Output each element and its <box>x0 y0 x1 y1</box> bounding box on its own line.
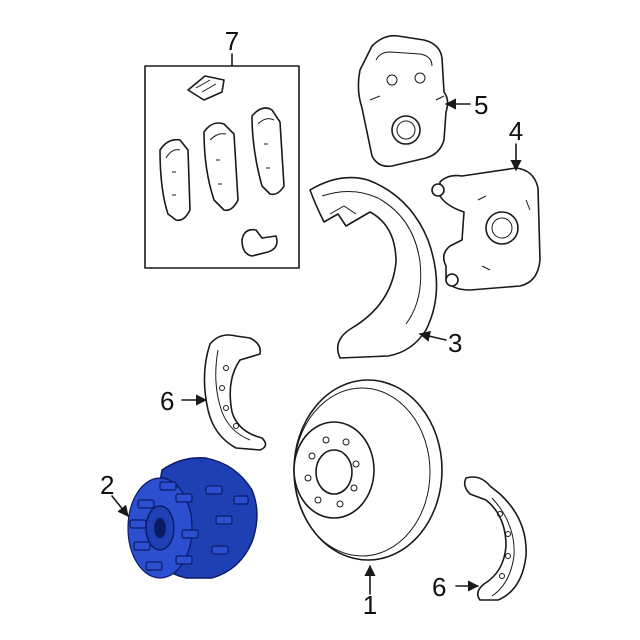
brake-shoe-lower-group[interactable]: 6 <box>432 476 527 602</box>
callout-1[interactable]: 1 <box>363 590 377 620</box>
brake-shoe-upper-group[interactable]: 6 <box>160 334 267 451</box>
callout-2[interactable]: 2 <box>100 470 114 500</box>
splash-shield <box>309 176 438 359</box>
caliper-piston <box>391 115 421 145</box>
brake-pad-3 <box>251 107 285 196</box>
caliper-bracket-group[interactable]: 4 <box>431 116 541 291</box>
pad-spring-clip <box>241 228 278 257</box>
hub-group[interactable]: 2 <box>100 457 258 579</box>
callout-6-lower[interactable]: 6 <box>432 572 446 602</box>
brake-pad-1 <box>159 138 191 222</box>
bracket-bore <box>485 211 519 245</box>
callout-4[interactable]: 4 <box>509 116 523 146</box>
brake-shoe-lower <box>463 476 527 601</box>
callout-3[interactable]: 3 <box>448 328 462 358</box>
pad-kit-group[interactable]: 7 <box>144 26 300 269</box>
brake-pad-2 <box>203 122 239 212</box>
splash-shield-group[interactable]: 3 <box>309 176 462 359</box>
rotor-center-bore <box>315 449 353 495</box>
brake-shoe-upper <box>203 334 267 451</box>
caliper-group[interactable]: 5 <box>357 34 488 168</box>
rotor-group[interactable]: 1 <box>293 379 443 620</box>
callout-7[interactable]: 7 <box>225 26 239 56</box>
callout-5[interactable]: 5 <box>474 90 488 120</box>
callout-6-upper[interactable]: 6 <box>160 386 174 416</box>
pad-clip <box>187 75 225 101</box>
caliper-body <box>357 34 449 168</box>
wheel-stud <box>137 499 155 509</box>
